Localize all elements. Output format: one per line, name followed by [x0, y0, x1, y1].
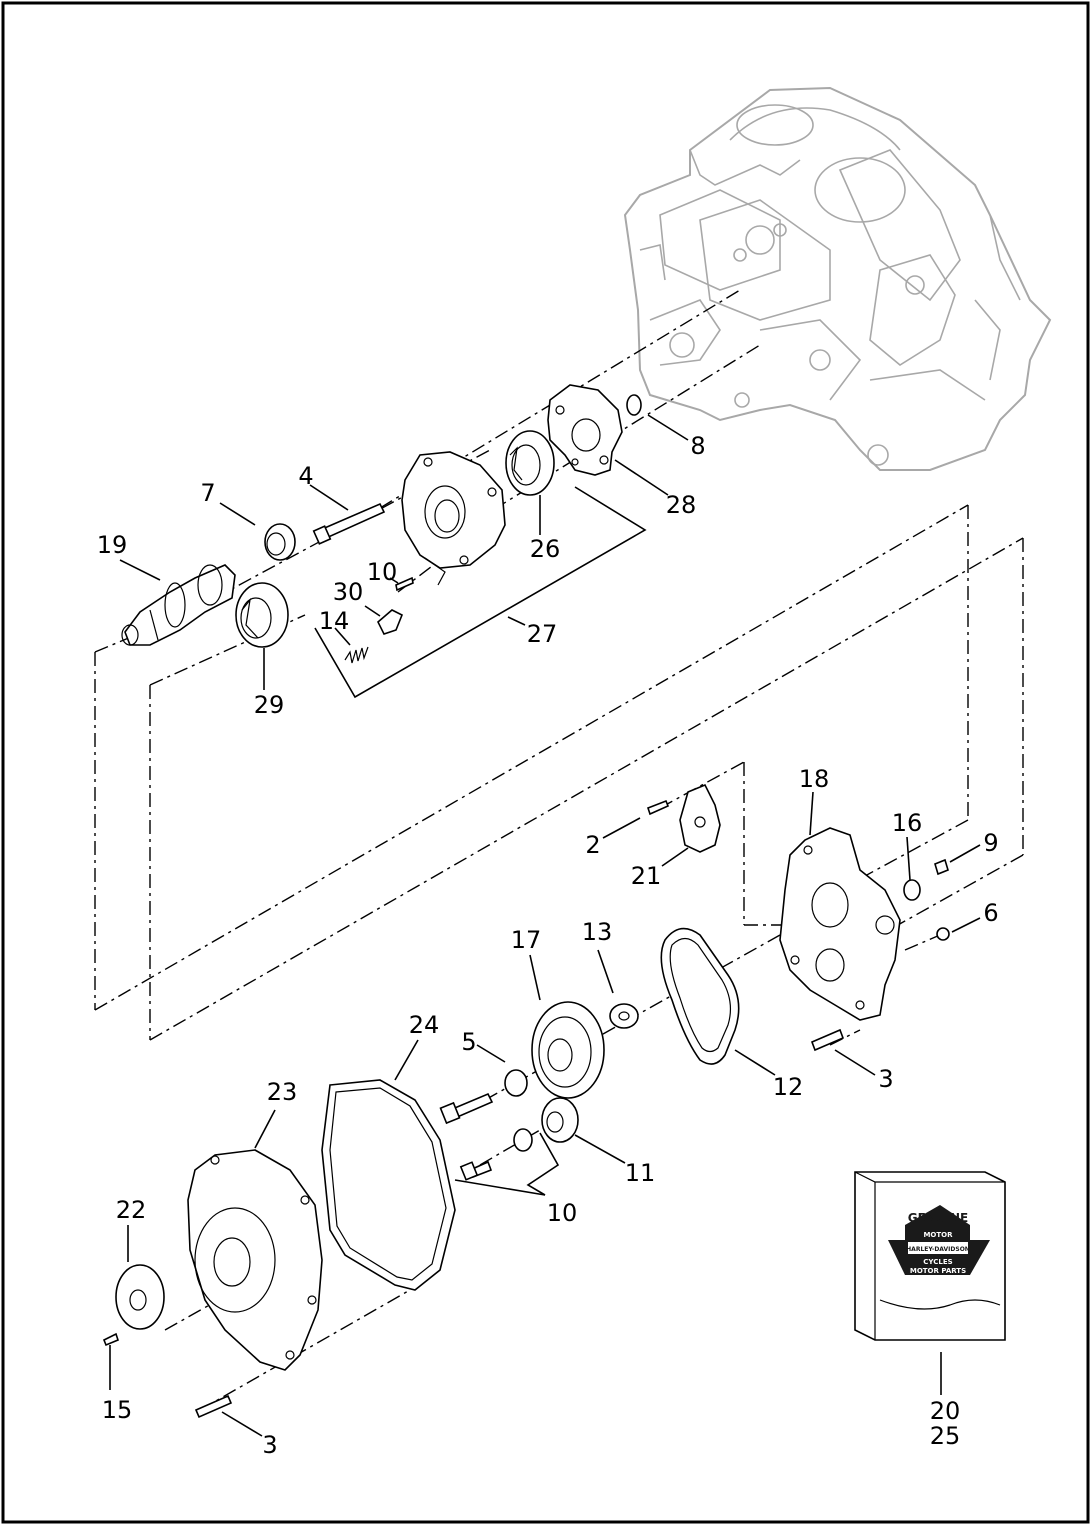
- cam-bearing: [264, 523, 296, 561]
- cover-gasket: [321, 1079, 456, 1291]
- callout-19: 19: [97, 531, 128, 559]
- cam-cover: [187, 1149, 323, 1371]
- callout-3-upper: 3: [878, 1065, 893, 1093]
- callout-18: 18: [799, 765, 830, 793]
- callout-12: 12: [773, 1073, 804, 1101]
- harley-davidson-logo: GENUINE MOTOR HARLEY-DAVIDSON CYCLES MOT…: [888, 1205, 990, 1275]
- plate-bolt: [810, 1028, 845, 1052]
- callout-2: 2: [585, 831, 600, 859]
- cover-bolt: [194, 1394, 233, 1419]
- logo-motor-parts-text: MOTOR PARTS: [910, 1267, 966, 1275]
- callout-11: 11: [625, 1159, 656, 1187]
- callout-3-lower: 3: [262, 1431, 277, 1459]
- callout-4: 4: [298, 462, 313, 490]
- callout-23: 23: [267, 1078, 298, 1106]
- callout-30: 30: [333, 578, 364, 606]
- callout-5: 5: [461, 1028, 476, 1056]
- o-ring-small: [903, 879, 921, 901]
- timer-cover-plug: [115, 1264, 165, 1330]
- callout-20: 20: [930, 1397, 961, 1425]
- logo-motor-text: MOTOR: [923, 1231, 953, 1239]
- callout-1: 10: [367, 558, 398, 586]
- chain-tensioner: [679, 783, 721, 853]
- callout-17: 17: [511, 926, 542, 954]
- callout-14: 14: [319, 607, 350, 635]
- leader-lines: [109, 414, 981, 1437]
- dowel-pin: [395, 576, 414, 592]
- o-ring: [626, 394, 642, 416]
- oil-pump-cover-plate: [547, 384, 623, 476]
- plug-screw: [102, 1332, 119, 1347]
- callout-9: 9: [983, 829, 998, 857]
- sprocket-bolts: [439, 1092, 494, 1181]
- crank-sprocket: [541, 1097, 579, 1143]
- callout-22: 22: [116, 1196, 147, 1224]
- oil-pump-body: [401, 451, 506, 586]
- logo-harley-davidson-text: HARLEY-DAVIDSON: [906, 1246, 970, 1253]
- callout-7: 7: [200, 479, 215, 507]
- callout-13: 13: [582, 918, 613, 946]
- logo-genuine-text: GENUINE: [908, 1211, 969, 1225]
- dowel: [934, 858, 949, 876]
- callout-16: 16: [892, 809, 923, 837]
- cam-drive-chain: [660, 927, 740, 1065]
- cam-sprocket: [531, 1001, 605, 1099]
- callout-8: 8: [690, 432, 705, 460]
- callout-6: 6: [983, 899, 998, 927]
- check-ball: [936, 927, 950, 941]
- callout-27: 27: [527, 620, 558, 648]
- crankcase-ghost: [623, 86, 1052, 471]
- camshaft: [121, 564, 236, 646]
- scavenge-gerotor: [505, 430, 555, 496]
- callout-25: 25: [930, 1422, 961, 1450]
- callout-24: 24: [409, 1011, 440, 1039]
- flat-washer: [504, 1069, 528, 1097]
- tensioner-screw: [647, 799, 670, 816]
- callouts: 10 2 3 3 4 5 6 7 8 9 10 11 12 13 14 15 1…: [97, 432, 999, 1459]
- sprocket-washer: [609, 1003, 639, 1029]
- relief-valve: [377, 609, 404, 635]
- feed-gerotor: [235, 582, 289, 648]
- callout-21: 21: [631, 862, 662, 890]
- flat-washer-lower: [513, 1128, 533, 1152]
- logo-cycles-text: CYCLES: [923, 1258, 952, 1266]
- pump-bolt: [312, 502, 386, 545]
- callout-15: 15: [102, 1396, 133, 1424]
- callout-28: 28: [666, 491, 697, 519]
- callout-29: 29: [254, 691, 285, 719]
- relief-spring: [344, 646, 369, 664]
- callout-26: 26: [530, 535, 561, 563]
- cam-support-plate: [779, 827, 901, 1021]
- callout-10: 10: [547, 1199, 578, 1227]
